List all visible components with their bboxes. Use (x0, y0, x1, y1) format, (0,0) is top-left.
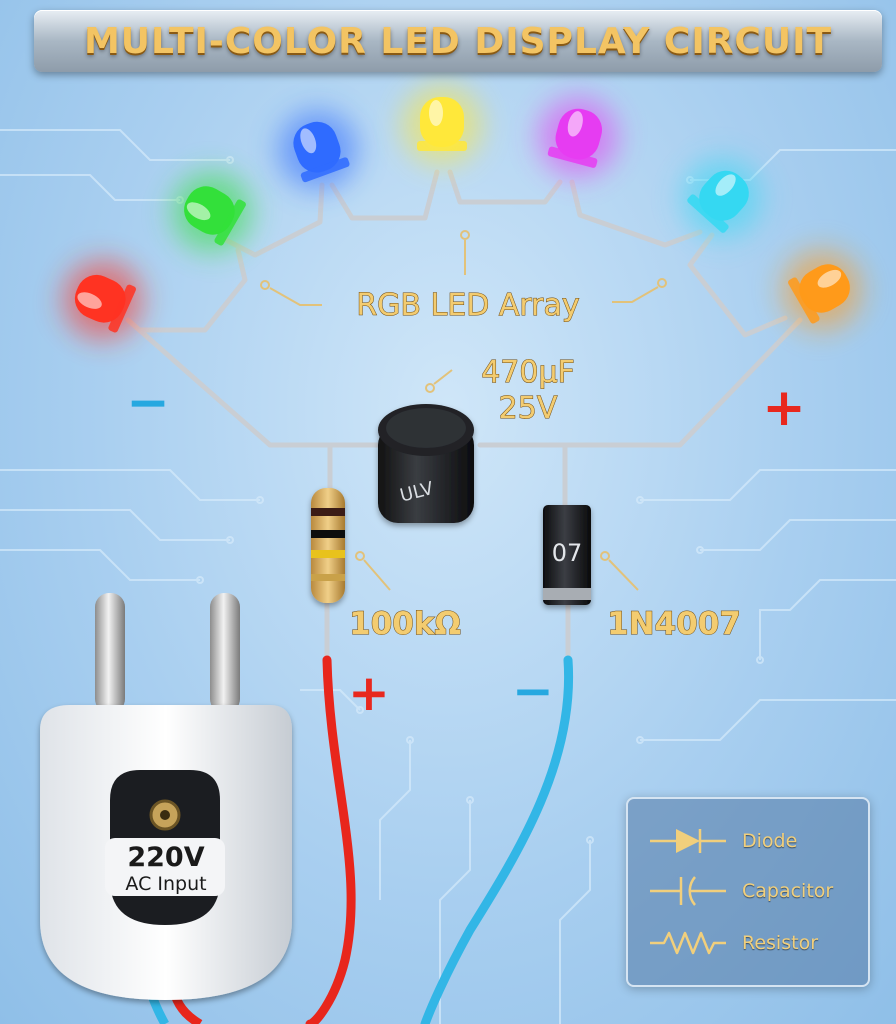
led-positive-mark: + (762, 378, 806, 438)
legend-label-capacitor: Capacitor (742, 880, 834, 902)
led-magenta (538, 97, 618, 177)
rgb-led-array (63, 85, 862, 340)
leader-lines (260, 230, 667, 591)
symbol-legend: Diode Capacitor Resistor (626, 797, 870, 987)
title-banner: MULTI-COLOR LED DISPLAY CIRCUIT (34, 10, 882, 72)
diode-part-label: 1N4007 (607, 606, 741, 642)
legend-item-resistor: Resistor (648, 923, 818, 963)
legend-label-resistor: Resistor (742, 932, 818, 954)
resistor-symbol-icon (650, 931, 726, 955)
page-title: MULTI-COLOR LED DISPLAY CIRCUIT (83, 20, 833, 62)
led-negative-mark: − (126, 373, 170, 433)
plug-pin-left (95, 593, 125, 713)
capacitor: ULV (378, 404, 474, 523)
component-labels: RGB LED Array 470µF 25V 100kΩ 1N4007 (349, 288, 742, 643)
capacitor-value-label: 470µF (481, 355, 575, 390)
led-array-label: RGB LED Array (356, 288, 579, 323)
ac-plug: 220V AC Input (40, 593, 292, 1000)
diode-marking: 07 (552, 539, 583, 567)
led-red (63, 260, 143, 340)
led-leads (125, 169, 803, 668)
capacitor-symbol-icon (650, 876, 726, 906)
led-orange (782, 250, 862, 330)
led-blue (278, 110, 358, 190)
red-wire (305, 655, 356, 1024)
polarity-marks: − + + − (126, 373, 806, 722)
legend-item-diode: Diode (648, 821, 797, 861)
diode: 07 (543, 505, 591, 605)
resistor-value-label: 100kΩ (349, 606, 461, 642)
capacitor-voltage-label: 25V (499, 391, 558, 426)
plug-pin-right (210, 593, 240, 713)
legend-label-diode: Diode (742, 830, 798, 852)
led-cyan (682, 158, 762, 238)
plug-input-label: AC Input (125, 873, 206, 895)
resistor (311, 488, 345, 603)
red-wire-positive-mark: + (348, 664, 390, 722)
blue-wire-negative-mark: − (512, 662, 554, 720)
led-green (172, 172, 252, 252)
diode-symbol-icon (650, 829, 726, 853)
blue-wire (420, 655, 574, 1024)
plug-voltage-label: 220V (127, 842, 204, 873)
legend-item-capacitor: Capacitor (648, 871, 833, 911)
led-yellow (402, 85, 482, 165)
